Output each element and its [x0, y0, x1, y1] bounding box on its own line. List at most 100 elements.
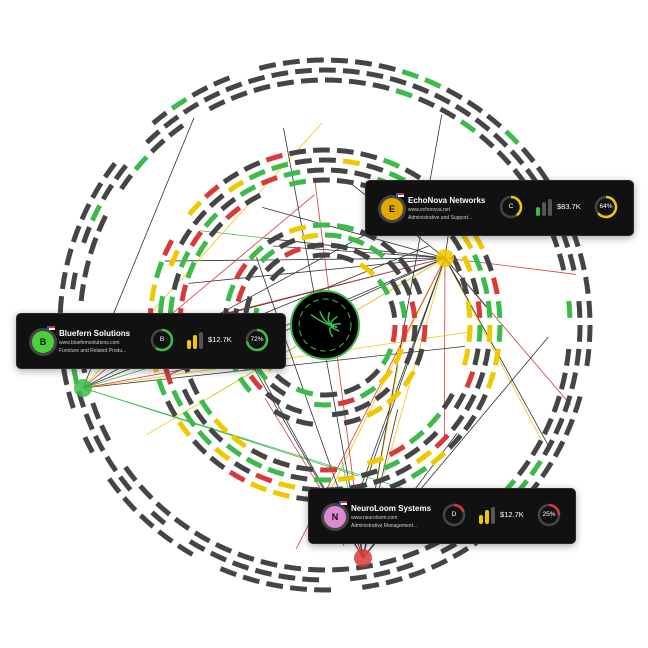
ring-segment: [551, 395, 562, 413]
ring-segment: [461, 348, 471, 366]
ring-segment: [149, 284, 158, 302]
ring-segment: [295, 418, 314, 427]
ring-segment: [491, 277, 500, 295]
ring-segment: [295, 464, 314, 472]
percent-value: 64%: [599, 203, 613, 210]
connection-line: [444, 257, 490, 311]
ring-segment: [138, 513, 155, 529]
ring-segment: [465, 300, 473, 318]
revenue-bars-icon: [536, 199, 552, 216]
ring-segment: [343, 383, 362, 395]
ring-segment: [461, 255, 473, 273]
ring-segment: [475, 300, 483, 319]
ring-segment: [258, 62, 277, 71]
percent-badge: 72%: [245, 328, 269, 352]
ring-segment: [366, 455, 385, 467]
ring-segment: [222, 170, 240, 185]
revenue-bars-icon: [187, 332, 203, 349]
ring-segment: [380, 348, 394, 366]
ring-segment: [235, 285, 247, 303]
ring-segment: [99, 424, 112, 442]
ring-segment: [485, 371, 496, 389]
company-card-echonova[interactable]: E EchoNova Networks www.echonova.net Adm…: [365, 180, 634, 236]
ring-segment: [453, 392, 467, 410]
ring-segment: [459, 119, 477, 134]
ring-segment: [214, 542, 233, 554]
network-sprout-icon: [328, 325, 338, 338]
ring-segment: [449, 234, 463, 252]
ring-segment: [386, 389, 402, 405]
company-url[interactable]: www.neuroloom.com: [351, 515, 398, 521]
ring-segment: [342, 68, 360, 75]
percent-ring: [537, 503, 561, 527]
ring-segment: [472, 348, 481, 366]
ring-segment: [390, 324, 398, 343]
ring-segment: [342, 158, 361, 167]
ring-segment: [464, 393, 477, 412]
ring-segment: [389, 478, 407, 490]
ring-segment: [559, 372, 568, 390]
ring-segment: [212, 75, 231, 87]
ring-segment: [354, 170, 372, 180]
grade-ring: [150, 328, 174, 352]
percent-value: 25%: [542, 511, 556, 518]
ring-segment: [233, 461, 251, 474]
ring-segment: [401, 69, 420, 80]
company-card-neuroloom[interactable]: N NeuroLoom Systems www.neuroloom.com Ad…: [308, 488, 576, 544]
percent-ring: [594, 195, 618, 219]
ring-segment: [337, 474, 355, 482]
company-avatar: E: [378, 195, 406, 223]
ring-segment: [278, 237, 296, 250]
ring-segment: [247, 74, 266, 85]
ring-segment: [70, 225, 82, 243]
ring-segment: [562, 395, 573, 413]
ring-segment: [324, 77, 342, 84]
ring-segment: [290, 473, 308, 482]
ring-segment: [154, 261, 165, 279]
ring-segment: [439, 106, 457, 120]
company-url[interactable]: www.echonova.net: [408, 207, 450, 213]
us-flag-icon: [396, 193, 404, 197]
revenue-value: $83.7K: [557, 202, 581, 211]
ring-segment: [336, 147, 354, 155]
percent-badge: 25%: [537, 503, 561, 527]
ring-segment: [464, 370, 476, 389]
ring-segment: [138, 484, 154, 501]
ring-segment: [283, 246, 302, 258]
ring-segment: [264, 391, 282, 406]
ring-segment: [410, 465, 428, 480]
ring-segment: [145, 129, 161, 145]
ring-segment: [472, 232, 485, 250]
ring-segment: [409, 301, 418, 319]
ring-segment: [475, 371, 486, 390]
connection-line: [82, 387, 447, 503]
ring-segment: [542, 439, 555, 457]
ring-segment: [373, 569, 391, 578]
ring-segment: [167, 123, 185, 138]
ring-segment: [245, 456, 263, 469]
ring-segment: [90, 204, 102, 222]
ring-segment: [83, 413, 95, 431]
ring-segment: [396, 562, 414, 573]
company-url[interactable]: www.bluefernsolutions.com: [59, 340, 120, 346]
ring-segment: [193, 530, 211, 544]
ring-segment: [466, 324, 473, 343]
ring-segment: [228, 469, 246, 483]
ring-segment: [567, 253, 577, 271]
ring-segment: [277, 480, 296, 490]
ring-segment: [492, 348, 501, 366]
ring-segment: [255, 472, 273, 484]
company-card-bluefern[interactable]: B Bluefern Solutions www.bluefernsolutio…: [16, 313, 286, 369]
ring-segment: [566, 300, 573, 318]
ring-segment: [403, 347, 415, 365]
ring-segment: [584, 348, 592, 367]
ring-segment: [552, 440, 566, 458]
ring-segment: [220, 196, 237, 212]
company-name: EchoNova Networks: [408, 196, 486, 205]
ring-segment: [306, 57, 324, 64]
ring-segment: [301, 232, 319, 241]
ring-segment: [389, 76, 407, 86]
grade-value: C: [508, 203, 514, 210]
ring-segment: [113, 164, 128, 181]
ring-segment: [167, 296, 176, 314]
